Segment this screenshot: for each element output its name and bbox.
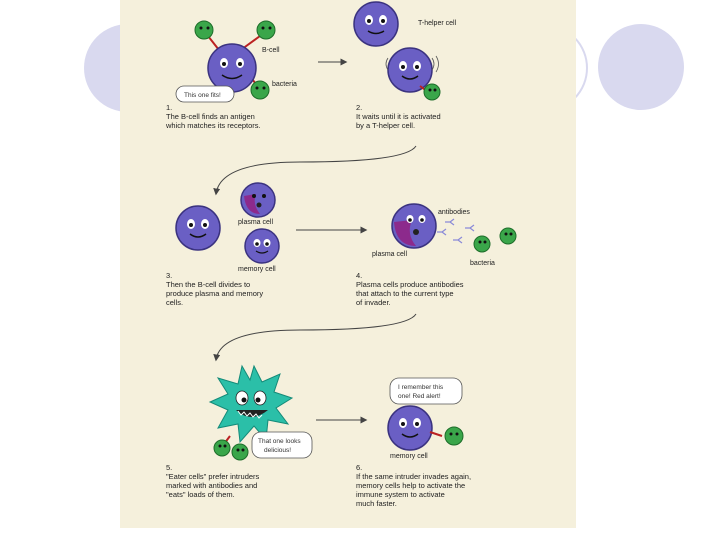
t-helper-cell-label: T-helper cell	[418, 20, 457, 27]
bacterium	[444, 426, 464, 446]
step3-group: plasma cell memory cell	[175, 182, 280, 273]
step5-caption: 5. "Eater cells" prefer intruders marked…	[166, 463, 260, 499]
step-number: 6.	[356, 463, 362, 472]
eater-cell	[208, 364, 294, 444]
step-text-line: It waits until it is activated	[356, 112, 441, 121]
speech-bubble-text: one! Red alert!	[398, 393, 441, 400]
plasma-cell-label: plasma cell	[372, 251, 407, 258]
speech-bubble: I remember this one! Red alert!	[389, 377, 463, 405]
speech-bubble: This one fits!	[175, 85, 235, 103]
step-text-line: If the same intruder invades again,	[356, 472, 471, 481]
step-text-line: which matches its receptors.	[165, 121, 261, 130]
bacterium	[250, 80, 270, 100]
immune-response-diagram: B-cell bacteria This one fits! T-helper …	[120, 0, 576, 528]
step-text-line: "eats" loads of them.	[166, 490, 235, 499]
antibodies-label: antibodies	[438, 209, 470, 216]
step-text-line: memory cells help to activate the	[356, 481, 465, 490]
step-text-line: marked with antibodies and	[166, 481, 257, 490]
bacterium	[499, 227, 517, 245]
speech-bubble: That one looks delicious!	[251, 431, 313, 459]
step-text-line: Then the B-cell divides to	[166, 280, 250, 289]
step-text-line: produce plasma and memory	[166, 289, 263, 298]
bacterium	[473, 235, 491, 253]
step3-caption: 3. Then the B-cell divides to produce pl…	[166, 271, 263, 307]
plasma-cell	[240, 182, 276, 218]
diagram-canvas: B-cell bacteria This one fits! T-helper …	[165, 1, 517, 508]
t-helper-cell	[353, 1, 399, 47]
speech-bubble-text: That one looks	[258, 438, 301, 445]
step-number: 5.	[166, 463, 172, 472]
step-text-line: Plasma cells produce antibodies	[356, 280, 464, 289]
speech-bubble-text: This one fits!	[184, 92, 221, 99]
bacterium	[256, 20, 276, 40]
bacterium	[213, 439, 231, 457]
step-number: 1.	[166, 103, 172, 112]
step4-caption: 4. Plasma cells produce antibodies that …	[356, 271, 464, 307]
decorative-circle-right	[598, 24, 684, 110]
step-text-line: of invader.	[356, 298, 391, 307]
step-text-line: immune system to activate	[356, 490, 445, 499]
step2-group: T-helper cell	[353, 1, 457, 101]
memory-cell	[244, 228, 280, 264]
bacterium	[231, 443, 249, 461]
step4-group: antibodies plasma cell bacteria	[372, 203, 517, 267]
step6-group: I remember this one! Red alert! memory c…	[387, 377, 464, 460]
arrow-2-to-3	[213, 145, 417, 196]
speech-bubble-text: delicious!	[264, 447, 291, 454]
memory-cell-label: memory cell	[390, 453, 428, 460]
step-text-line: that attach to the current type	[356, 289, 454, 298]
memory-cell-label: memory cell	[238, 266, 276, 273]
step1-caption: 1. The B-cell finds an antigen which mat…	[165, 103, 261, 130]
step-text-line: by a T-helper cell.	[356, 121, 415, 130]
step-number: 4.	[356, 271, 362, 280]
step-number: 2.	[356, 103, 362, 112]
bacteria-label: bacteria	[272, 81, 297, 88]
arrow-4-to-5	[213, 313, 417, 362]
step2-caption: 2. It waits until it is activated by a T…	[356, 103, 441, 130]
speech-bubble-text: I remember this	[398, 384, 444, 391]
step5-group: That one looks delicious!	[208, 364, 313, 461]
step-number: 3.	[166, 271, 172, 280]
antibodies	[437, 218, 475, 244]
bacteria-label: bacteria	[470, 260, 495, 267]
b-cell	[175, 205, 221, 251]
step1-bcell-group: B-cell bacteria This one fits!	[175, 20, 297, 103]
step-text-line: The B-cell finds an antigen	[166, 112, 255, 121]
step6-caption: 6. If the same intruder invades again, m…	[356, 463, 471, 508]
b-cell-label: B-cell	[262, 47, 280, 54]
step-text-line: "Eater cells" prefer intruders	[166, 472, 260, 481]
plasma-cell-label: plasma cell	[238, 219, 273, 226]
bacterium	[194, 20, 214, 40]
bacterium	[423, 83, 441, 101]
step-text-line: cells.	[166, 298, 183, 307]
activated-b-cell	[387, 47, 433, 93]
b-cell	[207, 43, 257, 93]
plasma-cell	[391, 203, 437, 249]
step-text-line: much faster.	[356, 499, 397, 508]
memory-cell	[387, 405, 433, 451]
vibration-lines	[385, 55, 439, 73]
